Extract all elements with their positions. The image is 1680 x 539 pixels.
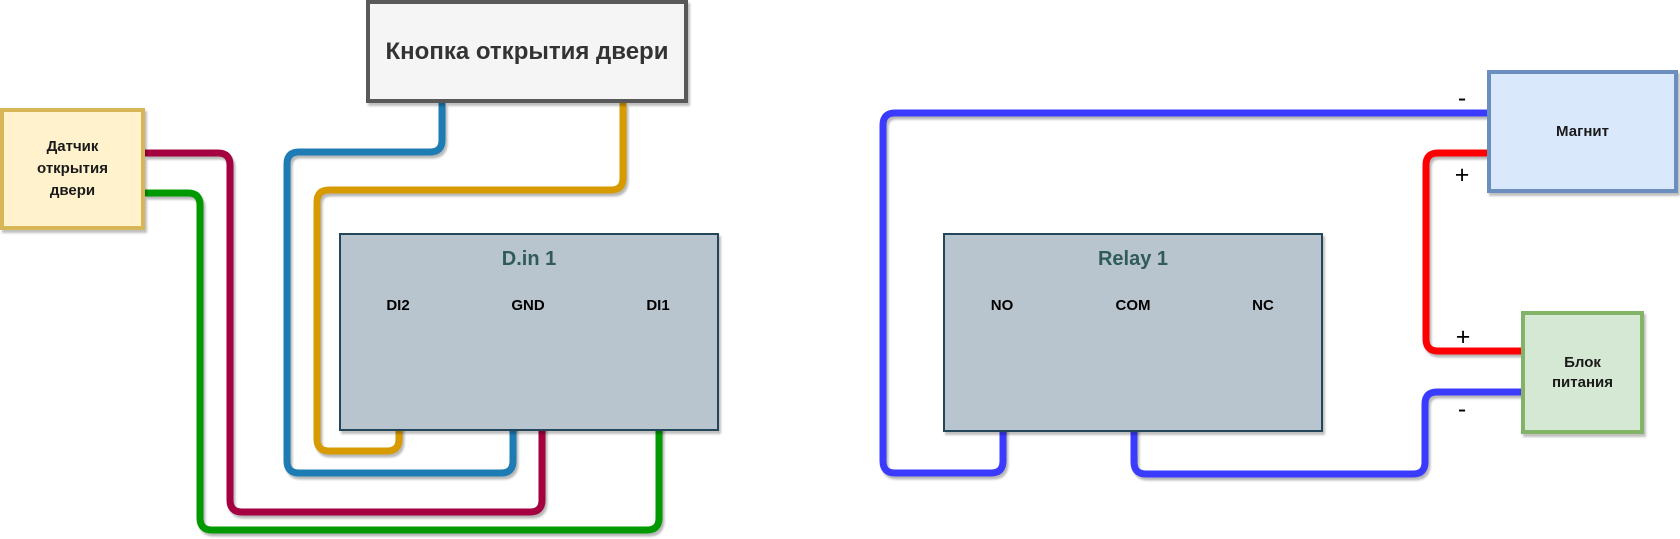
- relay-title: Relay 1: [1097, 248, 1169, 270]
- magnet-plus-label: +: [1454, 161, 1470, 189]
- terminal-label-di2: DI2: [386, 297, 410, 314]
- node-power-supply: Блок питания: [1521, 311, 1644, 434]
- psu-plus-label: +: [1455, 323, 1471, 351]
- psu-label-line2: питания: [1551, 373, 1613, 391]
- terminal-label-com: COM: [1115, 297, 1151, 314]
- node-din-module: D.in 1: [339, 233, 719, 431]
- wire-magnet-to-psu-red: [1422, 149, 1521, 355]
- terminal-label-di1: DI1: [646, 297, 670, 314]
- node-magnet: Магнит: [1487, 70, 1678, 193]
- wire-sensor-to-gnd: [145, 149, 546, 516]
- wire-button-to-di2: [313, 103, 627, 455]
- door-sensor-label-line1: Датчик: [46, 138, 99, 155]
- door-sensor-label-line2: открытия: [37, 160, 108, 177]
- node-relay-module: Relay 1: [943, 233, 1323, 432]
- node-door-button: Кнопка открытия двери: [366, 0, 688, 103]
- wires-group: [145, 103, 1521, 534]
- terminal-label-nc: NC: [1252, 297, 1274, 314]
- magnet-label: Магнит: [1556, 123, 1609, 140]
- terminal-label-gnd: GND: [511, 297, 545, 314]
- terminal-label-no: NO: [990, 297, 1014, 314]
- psu-minus-label: -: [1457, 395, 1467, 423]
- node-door-sensor: Датчик открытия двери: [0, 108, 145, 230]
- wire-magnet-to-no: [879, 109, 1487, 477]
- door-button-label: Кнопка открытия двери: [385, 37, 669, 65]
- wire-sensor-to-di1: [145, 189, 663, 534]
- magnet-minus-label: -: [1457, 84, 1467, 112]
- din-title: D.in 1: [501, 248, 557, 270]
- door-sensor-label-line3: двери: [49, 182, 96, 199]
- wire-button-to-gnd: [283, 103, 517, 477]
- psu-label-line1: Блок: [1564, 353, 1601, 371]
- wire-com-to-psu: [1130, 388, 1521, 478]
